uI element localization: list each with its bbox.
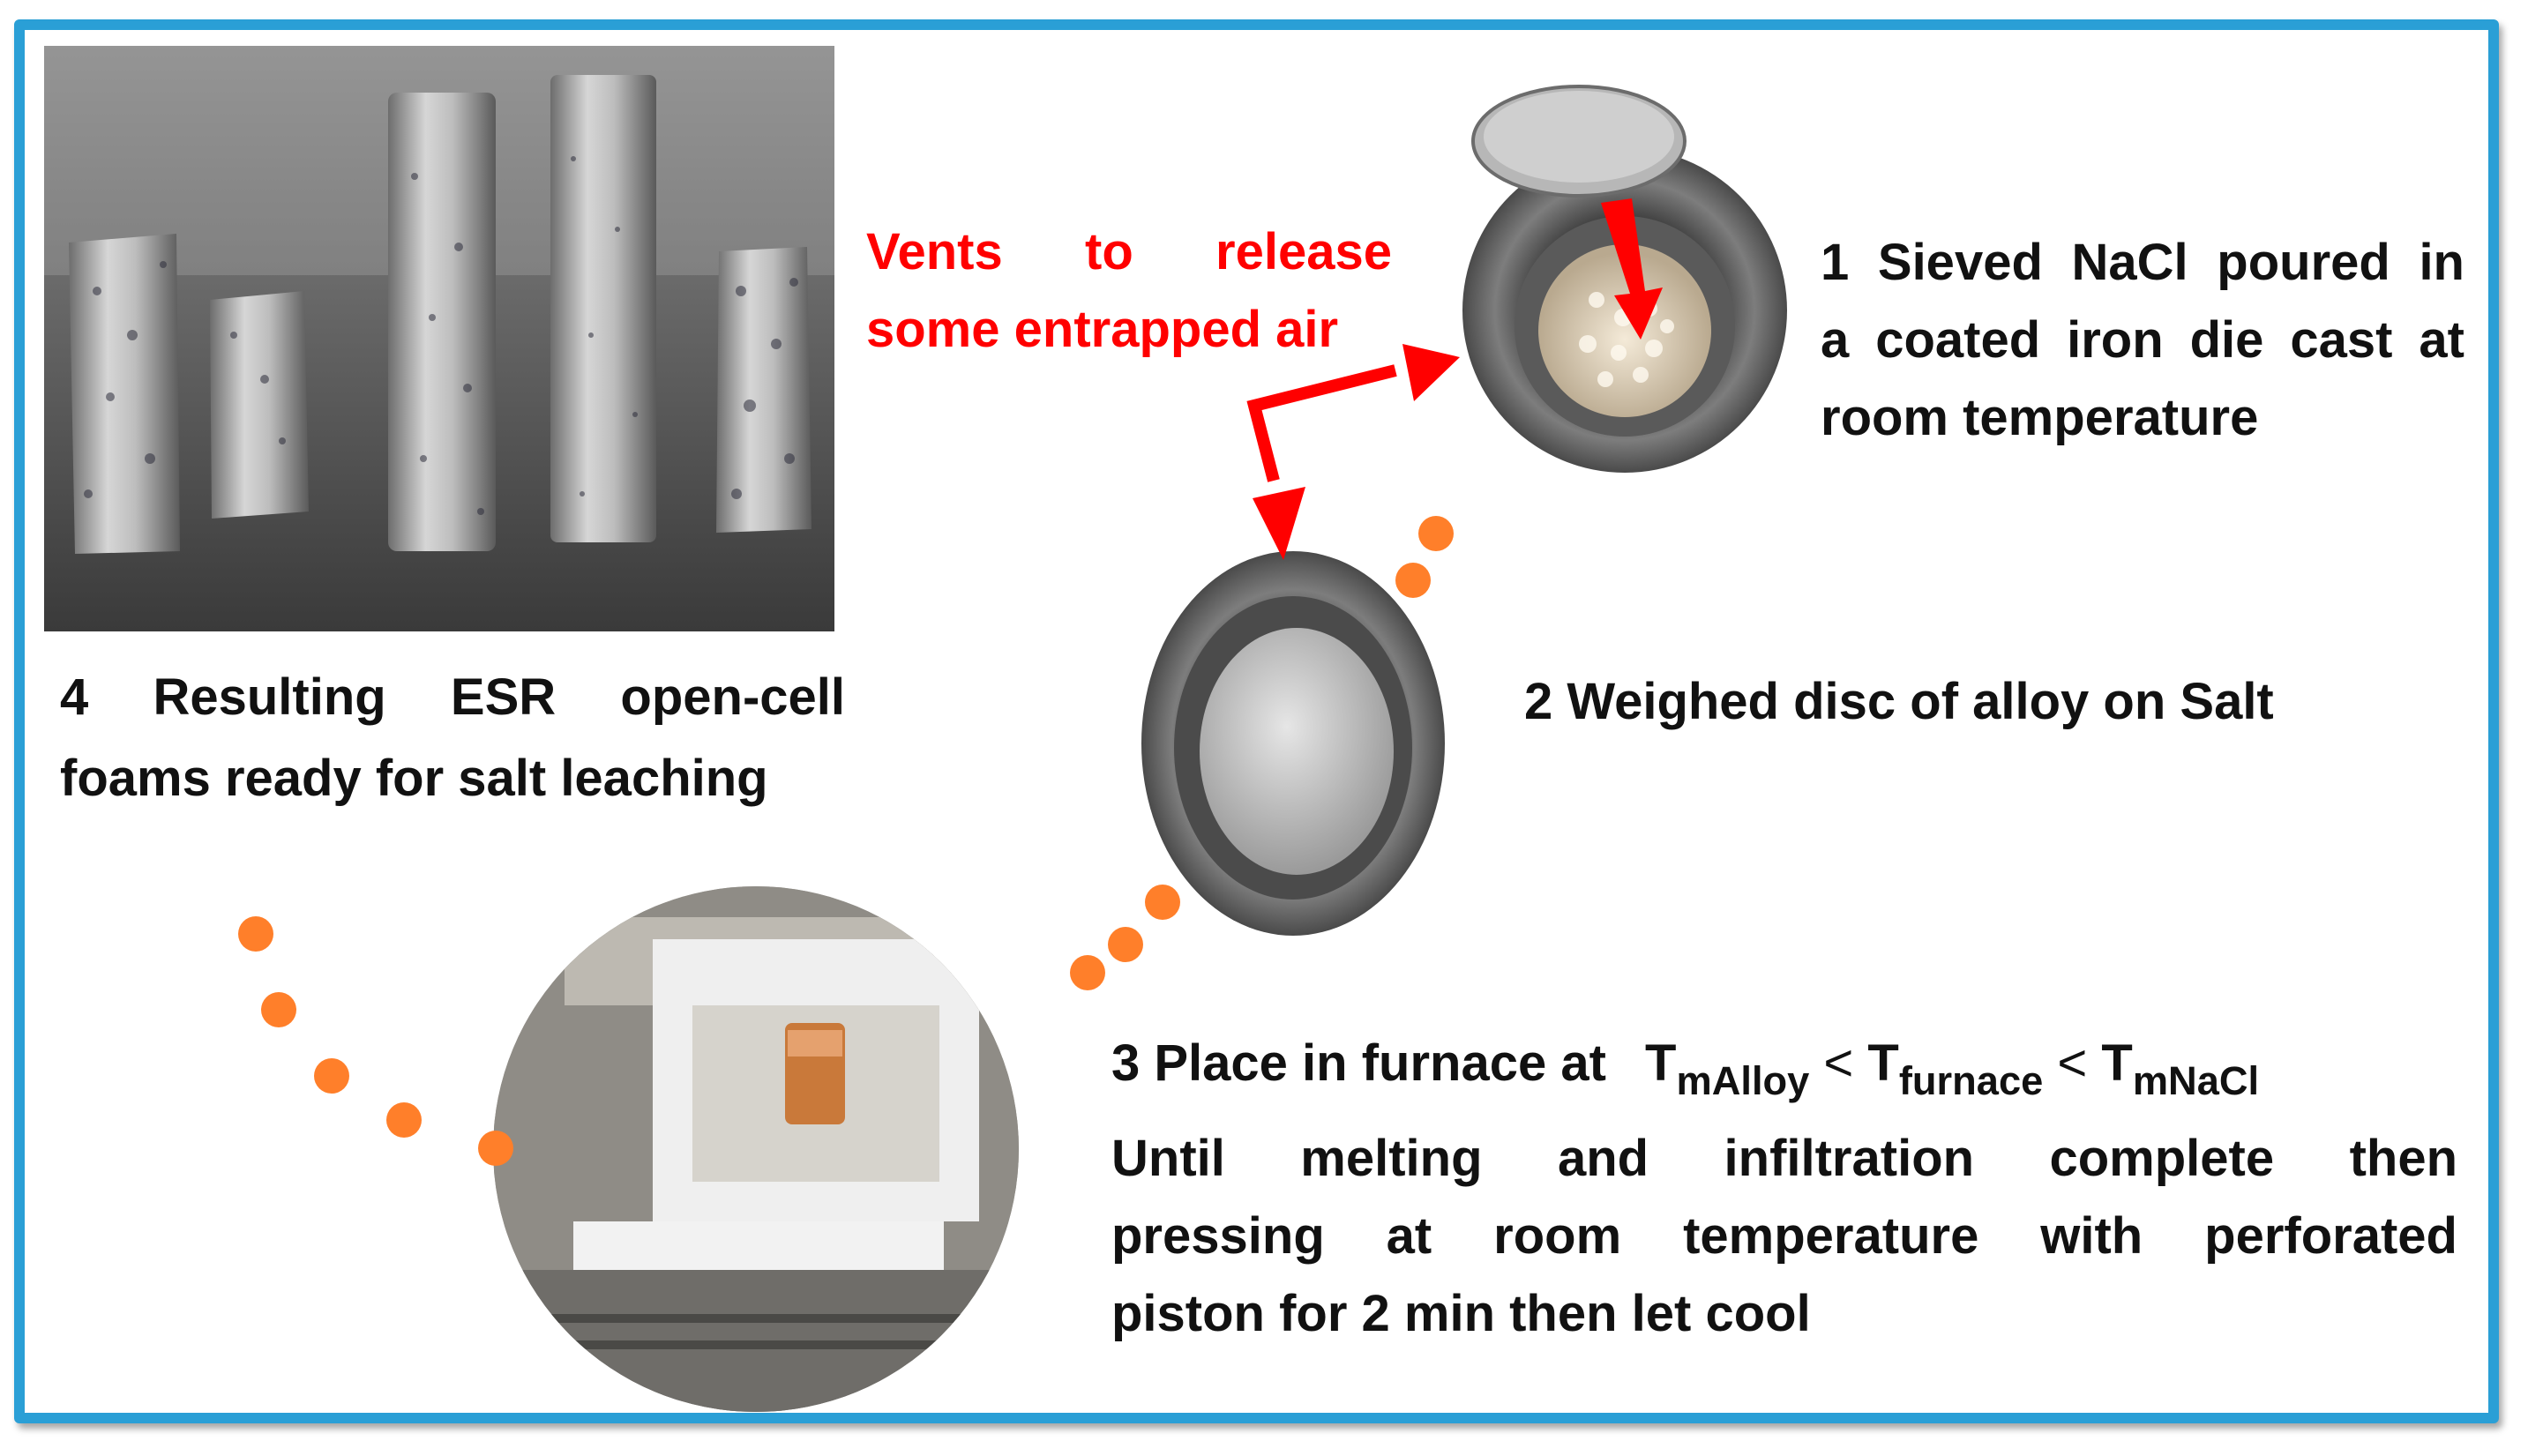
vent-arrow-head-right	[1402, 344, 1460, 401]
step1-line3: room temperature	[1821, 389, 2259, 446]
photo-die-with-salt	[1462, 85, 1787, 473]
step4-line1: 4 Resulting ESR open-cell	[60, 668, 845, 726]
step4-line2: foams ready for salt leaching	[60, 750, 768, 807]
step1-line2: a coated iron die cast at	[1821, 311, 2464, 369]
vent-arrow-head-down	[1253, 487, 1305, 560]
step3-label: 3 Place in furnace at TmAlloy < Tfurnace…	[1111, 1025, 2457, 1353]
step3-line2: Until melting and infiltration complete …	[1111, 1129, 2457, 1187]
step3-line3: pressing at room temperature with perfor…	[1111, 1206, 2457, 1265]
step1-line1: 1 Sieved NaCl poured in	[1821, 234, 2464, 291]
step3-prefix: 3 Place in furnace at	[1111, 1034, 1606, 1092]
step2-label: 2 Weighed disc of alloy on Salt	[1524, 673, 2274, 730]
photo-furnace	[493, 886, 1019, 1412]
vent-label-line2: some entrapped air	[866, 301, 1339, 358]
vent-label: Vents to release some entrapped air	[866, 213, 1392, 369]
vent-arrows	[1246, 364, 1397, 482]
photo-die-with-alloy-disc	[1141, 551, 1445, 936]
vent-label-line1: Vents to release	[866, 223, 1392, 280]
step1-label: 1 Sieved NaCl poured in a coated iron di…	[1821, 224, 2464, 457]
step3-line4: piston for 2 min then let cool	[1111, 1284, 1811, 1342]
process-dots	[238, 516, 1454, 1166]
step3-line1: 3 Place in furnace at TmAlloy < Tfurnace…	[1111, 1025, 2457, 1120]
photo-foam-samples	[44, 46, 834, 631]
step3-formula: TmAlloy < Tfurnace < TmNaCl	[1645, 1034, 2260, 1103]
step4-label: 4 Resulting ESR open-cell foams ready fo…	[60, 657, 845, 819]
